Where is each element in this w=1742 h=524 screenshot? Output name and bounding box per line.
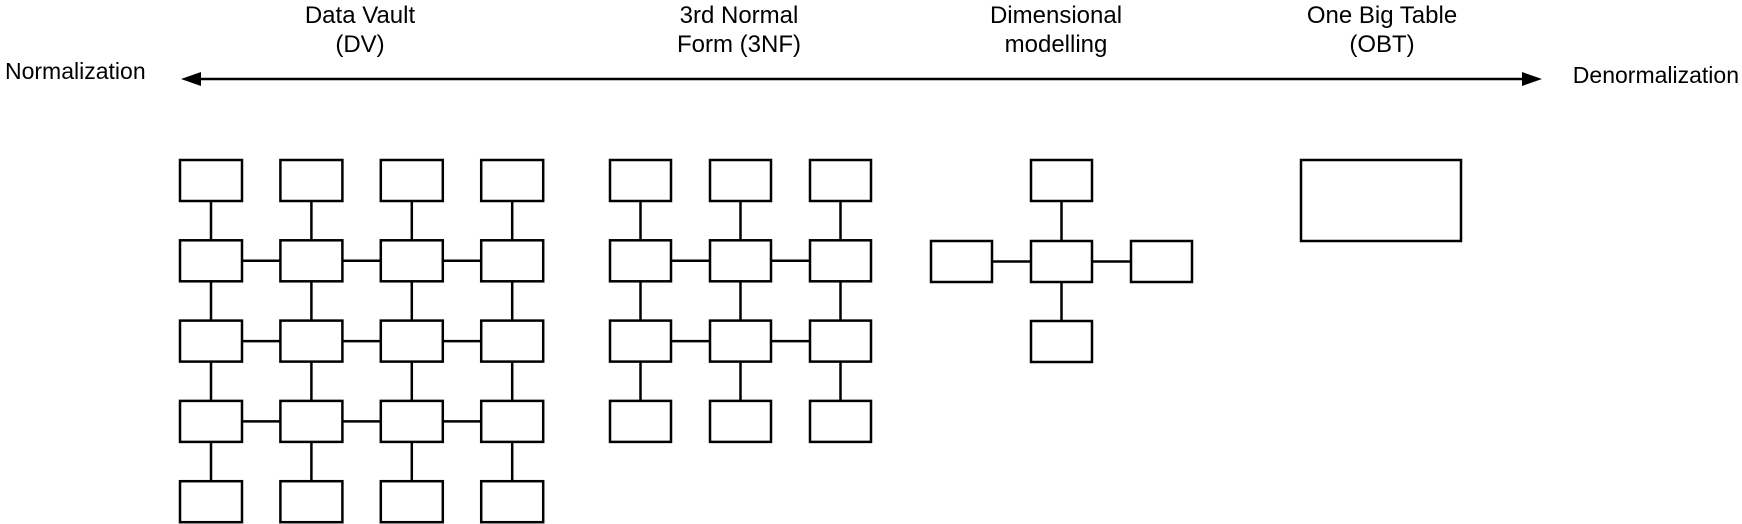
method-label-line: (DV) (335, 31, 385, 58)
table-box (279, 479, 344, 524)
table-box (708, 319, 773, 363)
table-box (379, 239, 445, 283)
table-box (479, 239, 545, 283)
method-label-line: One Big Table (1306, 2, 1458, 29)
arrow-head-right (1522, 72, 1542, 86)
table-box (479, 479, 545, 524)
table-box (379, 479, 445, 524)
method-label-data-vault: Data Vault(DV) (305, 1, 415, 59)
method-label-line: Dimensional (989, 2, 1123, 29)
arrow-head-left (181, 72, 201, 86)
method-label-line: 3rd Normal (679, 2, 799, 29)
method-label-one-big-table: One Big Table(OBT) (1307, 1, 1457, 59)
table-box (808, 239, 873, 283)
table-box (479, 319, 545, 363)
table-box (479, 399, 545, 444)
table-box (708, 158, 773, 203)
table-box (379, 158, 445, 203)
table-box (178, 399, 244, 444)
schema-one-big-table (1299, 158, 1463, 243)
table-box (279, 399, 344, 444)
table-box (608, 399, 673, 444)
table-box (379, 319, 445, 363)
table-box (178, 479, 244, 524)
table-box (929, 239, 994, 284)
table-box (279, 239, 344, 283)
table-box (808, 158, 873, 203)
table-box (1029, 239, 1094, 284)
method-label-line: Data Vault (304, 2, 416, 29)
normalization-axis-label: Normalization (5, 58, 146, 84)
table-box (178, 319, 244, 363)
table-box (178, 239, 244, 283)
table-box (808, 319, 873, 363)
table-box (379, 399, 445, 444)
table-box (1299, 158, 1463, 243)
table-box (608, 158, 673, 203)
schema-dimensional-modelling (929, 158, 1194, 364)
table-box (708, 399, 773, 444)
schema-data-vault (178, 158, 545, 524)
table-box (1029, 319, 1094, 364)
table-box (178, 158, 244, 203)
method-label-line: modelling (1004, 31, 1108, 58)
method-label-line: Form (3NF) (677, 31, 801, 58)
table-box (479, 158, 545, 203)
table-box (608, 239, 673, 283)
table-box (279, 158, 344, 203)
method-label-line: (OBT) (1349, 31, 1415, 58)
schema-third-normal-form (608, 158, 873, 444)
table-box (1129, 239, 1194, 284)
table-box (1029, 158, 1094, 203)
table-box (708, 239, 773, 283)
denormalization-axis-label: Denormalization (1572, 62, 1739, 88)
table-box (608, 319, 673, 363)
table-box (279, 319, 344, 363)
table-box (808, 399, 873, 444)
